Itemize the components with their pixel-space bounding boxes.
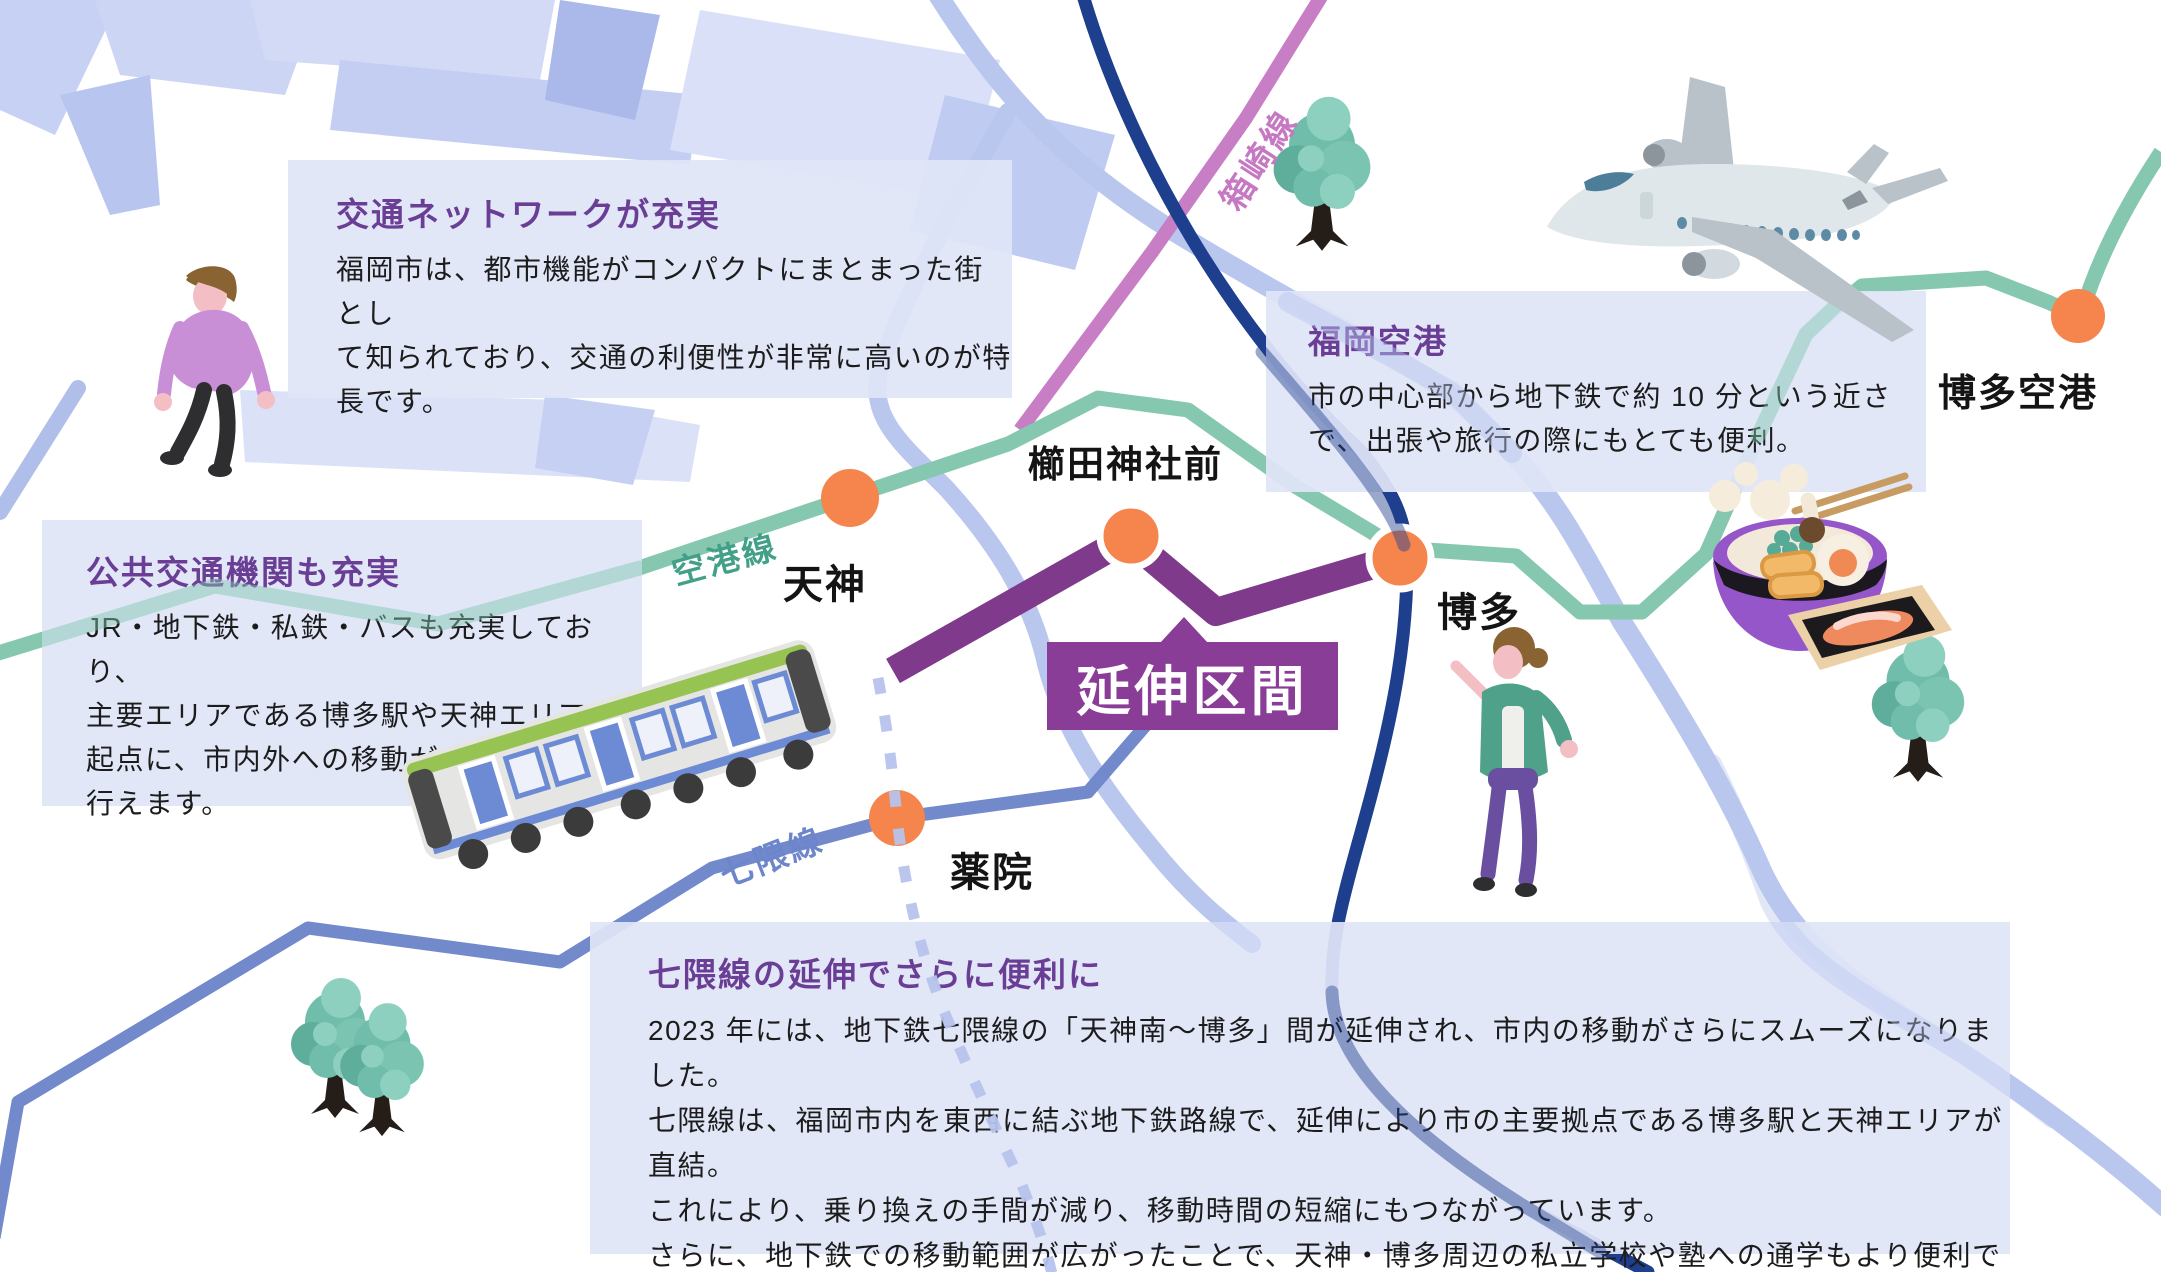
station-label-tenjin: 天神 bbox=[783, 563, 867, 607]
infobox-network-title: 交通ネットワークが充実 bbox=[336, 196, 721, 233]
station-label-kushida: 櫛田神社前 bbox=[1028, 444, 1223, 485]
station-label-hakata: 博多 bbox=[1437, 591, 1521, 635]
udon-bowl-icon bbox=[1709, 462, 1952, 670]
infobox-airport-title: 福岡空港 bbox=[1308, 323, 1448, 360]
road-left-edge bbox=[0, 380, 86, 520]
infobox-public-transit-title: 公共交通機関も充実 bbox=[86, 554, 401, 591]
infobox-public-transit-body: JR・地下鉄・私鉄・バスも充実しており、 主要エリアである博多駅や天神エリアを … bbox=[86, 612, 617, 819]
extension-section-badge: 延伸区間 bbox=[1047, 617, 1338, 730]
infobox-airport-body: 市の中心部から地下鉄で約 10 分という近さ で、出張や旅行の際にもとても便利。 bbox=[1308, 381, 1892, 456]
tree-icon bbox=[1871, 634, 1965, 782]
extension-badge-label: 延伸区間 bbox=[1076, 661, 1309, 722]
tree-icon bbox=[291, 978, 379, 1118]
infobox-network-body: 福岡市は、都市機能がコンパクトにまとまった街とし て知られており、交通の利便性が… bbox=[336, 254, 1012, 417]
walking-man-icon bbox=[154, 266, 275, 477]
line-label-kuko: 空港線 bbox=[668, 527, 782, 592]
line-label-nanakuma: 七隈線 bbox=[714, 820, 829, 895]
infobox-network: 交通ネットワークが充実 福岡市は、都市機能がコンパクトにまとまった街とし て知ら… bbox=[288, 160, 1012, 417]
kuko-line-edge-arc bbox=[2074, 147, 2161, 315]
station-marker-tenjin bbox=[821, 469, 879, 527]
infobox-airport: 福岡空港 市の中心部から地下鉄で約 10 分という近さ で、出張や旅行の際にもと… bbox=[1266, 291, 1926, 492]
infobox-nanakuma-extension: 七隈線の延伸でさらに便利に 2023 年には、地下鉄七隈線の「天神南〜博多」間が… bbox=[590, 922, 2010, 1271]
station-label-yakuin: 薬院 bbox=[950, 851, 1034, 895]
station-marker-yakuin bbox=[869, 790, 925, 846]
station-marker-hakata bbox=[1365, 523, 1435, 593]
tree-icon bbox=[340, 1003, 424, 1137]
infobox-nanakuma-body: 2023 年には、地下鉄七隈線の「天神南〜博多」間が延伸され、市内の移動がさらに… bbox=[648, 1015, 2004, 1271]
pointing-woman-icon bbox=[1450, 627, 1578, 897]
infobox-nanakuma-title: 七隈線の延伸でさらに便利に bbox=[648, 956, 1103, 993]
infobox-public-transit: 公共交通機関も充実 JR・地下鉄・私鉄・バスも充実しており、 主要エリアである博… bbox=[42, 520, 642, 819]
station-marker-airport bbox=[2051, 289, 2105, 343]
station-label-hakata-airport: 博多空港 bbox=[1938, 373, 2099, 415]
callout-pointer bbox=[1160, 617, 1208, 643]
line-label-hakozaki: 箱崎線 bbox=[1213, 103, 1306, 218]
station-marker-kushida bbox=[1096, 501, 1166, 571]
mentaiko-icon bbox=[1788, 585, 1952, 670]
